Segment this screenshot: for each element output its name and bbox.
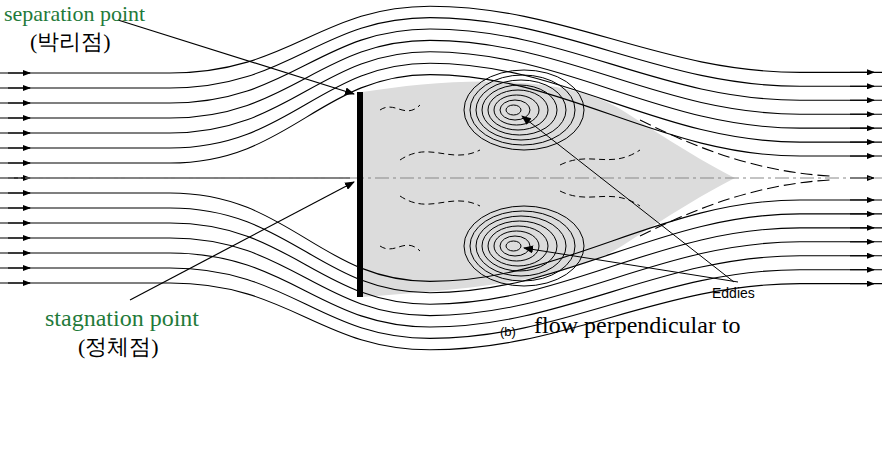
streamline: [0, 223, 882, 304]
eddy-swirl: [380, 245, 420, 251]
streamline: [850, 128, 874, 129]
caption-text: flow perpendicular to: [534, 312, 741, 338]
eddy-ring: [506, 241, 521, 251]
streamline: [850, 142, 874, 143]
streamline: [850, 269, 874, 270]
streamline: [8, 117, 30, 118]
eddy-ring: [482, 221, 557, 271]
streamline: [0, 52, 882, 133]
streamline: [850, 114, 874, 115]
figure-tag: (b): [500, 325, 516, 339]
callout-label: Eddies: [712, 286, 755, 301]
eddy-ring: [470, 211, 575, 281]
eddy-ring: [482, 85, 557, 135]
streamline: [850, 100, 874, 101]
eddy-ring: [500, 236, 530, 256]
streamline: [8, 147, 30, 148]
leader-line: [118, 20, 354, 94]
callout-label: separation point: [4, 2, 145, 26]
streamline: [8, 222, 30, 223]
streamline: [8, 207, 30, 208]
flat-plate: [357, 92, 363, 297]
streamline: [0, 18, 882, 88]
callout-label: stagnation point: [45, 305, 199, 331]
streamline: [8, 252, 30, 253]
eddy-ring: [506, 105, 521, 115]
eddy-ring: [464, 70, 584, 150]
eddy-ring: [500, 100, 530, 120]
eddy-swirl: [380, 105, 420, 111]
eddy-ring: [476, 216, 566, 276]
streamline: [850, 283, 874, 284]
streamline: [0, 63, 882, 148]
eddy-swirl: [400, 196, 480, 206]
streamline: [8, 162, 30, 163]
eddy-ring: [488, 226, 548, 266]
leader-line: [130, 182, 354, 300]
streamline: [8, 72, 30, 73]
eddy-ring: [494, 231, 539, 261]
streamline: [0, 40, 882, 118]
streamline: [850, 213, 874, 214]
streamline: [8, 267, 30, 268]
streamline: [8, 282, 30, 283]
streamline: [850, 227, 874, 228]
eddy-ring: [494, 95, 539, 125]
streamline: [640, 120, 830, 176]
wake-region: [362, 81, 735, 297]
streamline: [850, 156, 874, 157]
streamline: [0, 29, 882, 103]
streamline: [850, 199, 874, 200]
eddy-swirl: [400, 150, 480, 160]
eddy-swirl: [560, 150, 640, 165]
streamline: [8, 132, 30, 133]
eddy-ring: [476, 80, 566, 140]
streamline: [8, 87, 30, 88]
streamline: [8, 237, 30, 238]
leader-line: [522, 116, 734, 282]
streamline: [8, 102, 30, 103]
streamline: [0, 268, 882, 338]
streamline: [0, 238, 882, 316]
eddy-ring: [470, 75, 575, 145]
streamline: [640, 180, 830, 236]
streamline: [850, 86, 874, 87]
streamline: [850, 72, 874, 73]
leader-line: [524, 248, 738, 282]
callout-label: (박리점): [30, 30, 111, 54]
eddy-ring: [488, 90, 548, 130]
centerline: [0, 178, 882, 179]
streamline: [8, 192, 30, 193]
streamline: [850, 255, 874, 256]
streamlines: [0, 6, 882, 350]
streamline: [0, 208, 882, 293]
streamline: [850, 241, 874, 242]
eddy-ring: [464, 206, 584, 286]
callout-label: (정체점): [78, 335, 159, 359]
